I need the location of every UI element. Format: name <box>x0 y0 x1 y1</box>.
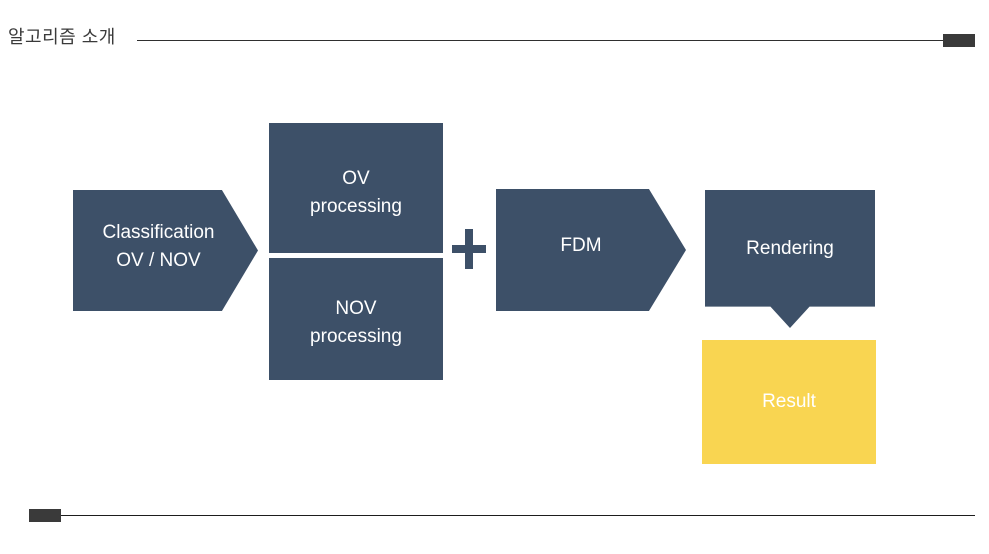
node-fdm-label: FDM <box>560 235 602 256</box>
page-title: 알고리즘 소개 <box>8 27 116 47</box>
plus-operator-icon <box>452 229 486 269</box>
node-result-label: Result <box>762 391 816 412</box>
title-divider-line <box>137 40 945 41</box>
node-classification-label: Classification OV / NOV <box>102 222 215 271</box>
node-classification[interactable]: Classification OV / NOV <box>73 190 258 311</box>
node-rendering[interactable]: Rendering <box>705 190 875 328</box>
node-ov-processing[interactable]: OV processing <box>269 123 443 253</box>
plus-vertical-bar <box>465 229 473 269</box>
node-ov-processing-label: OV processing <box>310 168 402 217</box>
footer-divider-end-cap <box>29 509 61 522</box>
title-divider-end-cap <box>943 34 975 47</box>
node-nov-processing[interactable]: NOV processing <box>269 258 443 380</box>
footer-divider-line <box>42 515 975 516</box>
node-rendering-label: Rendering <box>746 238 834 259</box>
node-result[interactable]: Result <box>702 340 876 464</box>
node-nov-processing-label: NOV processing <box>310 298 402 347</box>
node-fdm[interactable]: FDM <box>496 189 686 311</box>
